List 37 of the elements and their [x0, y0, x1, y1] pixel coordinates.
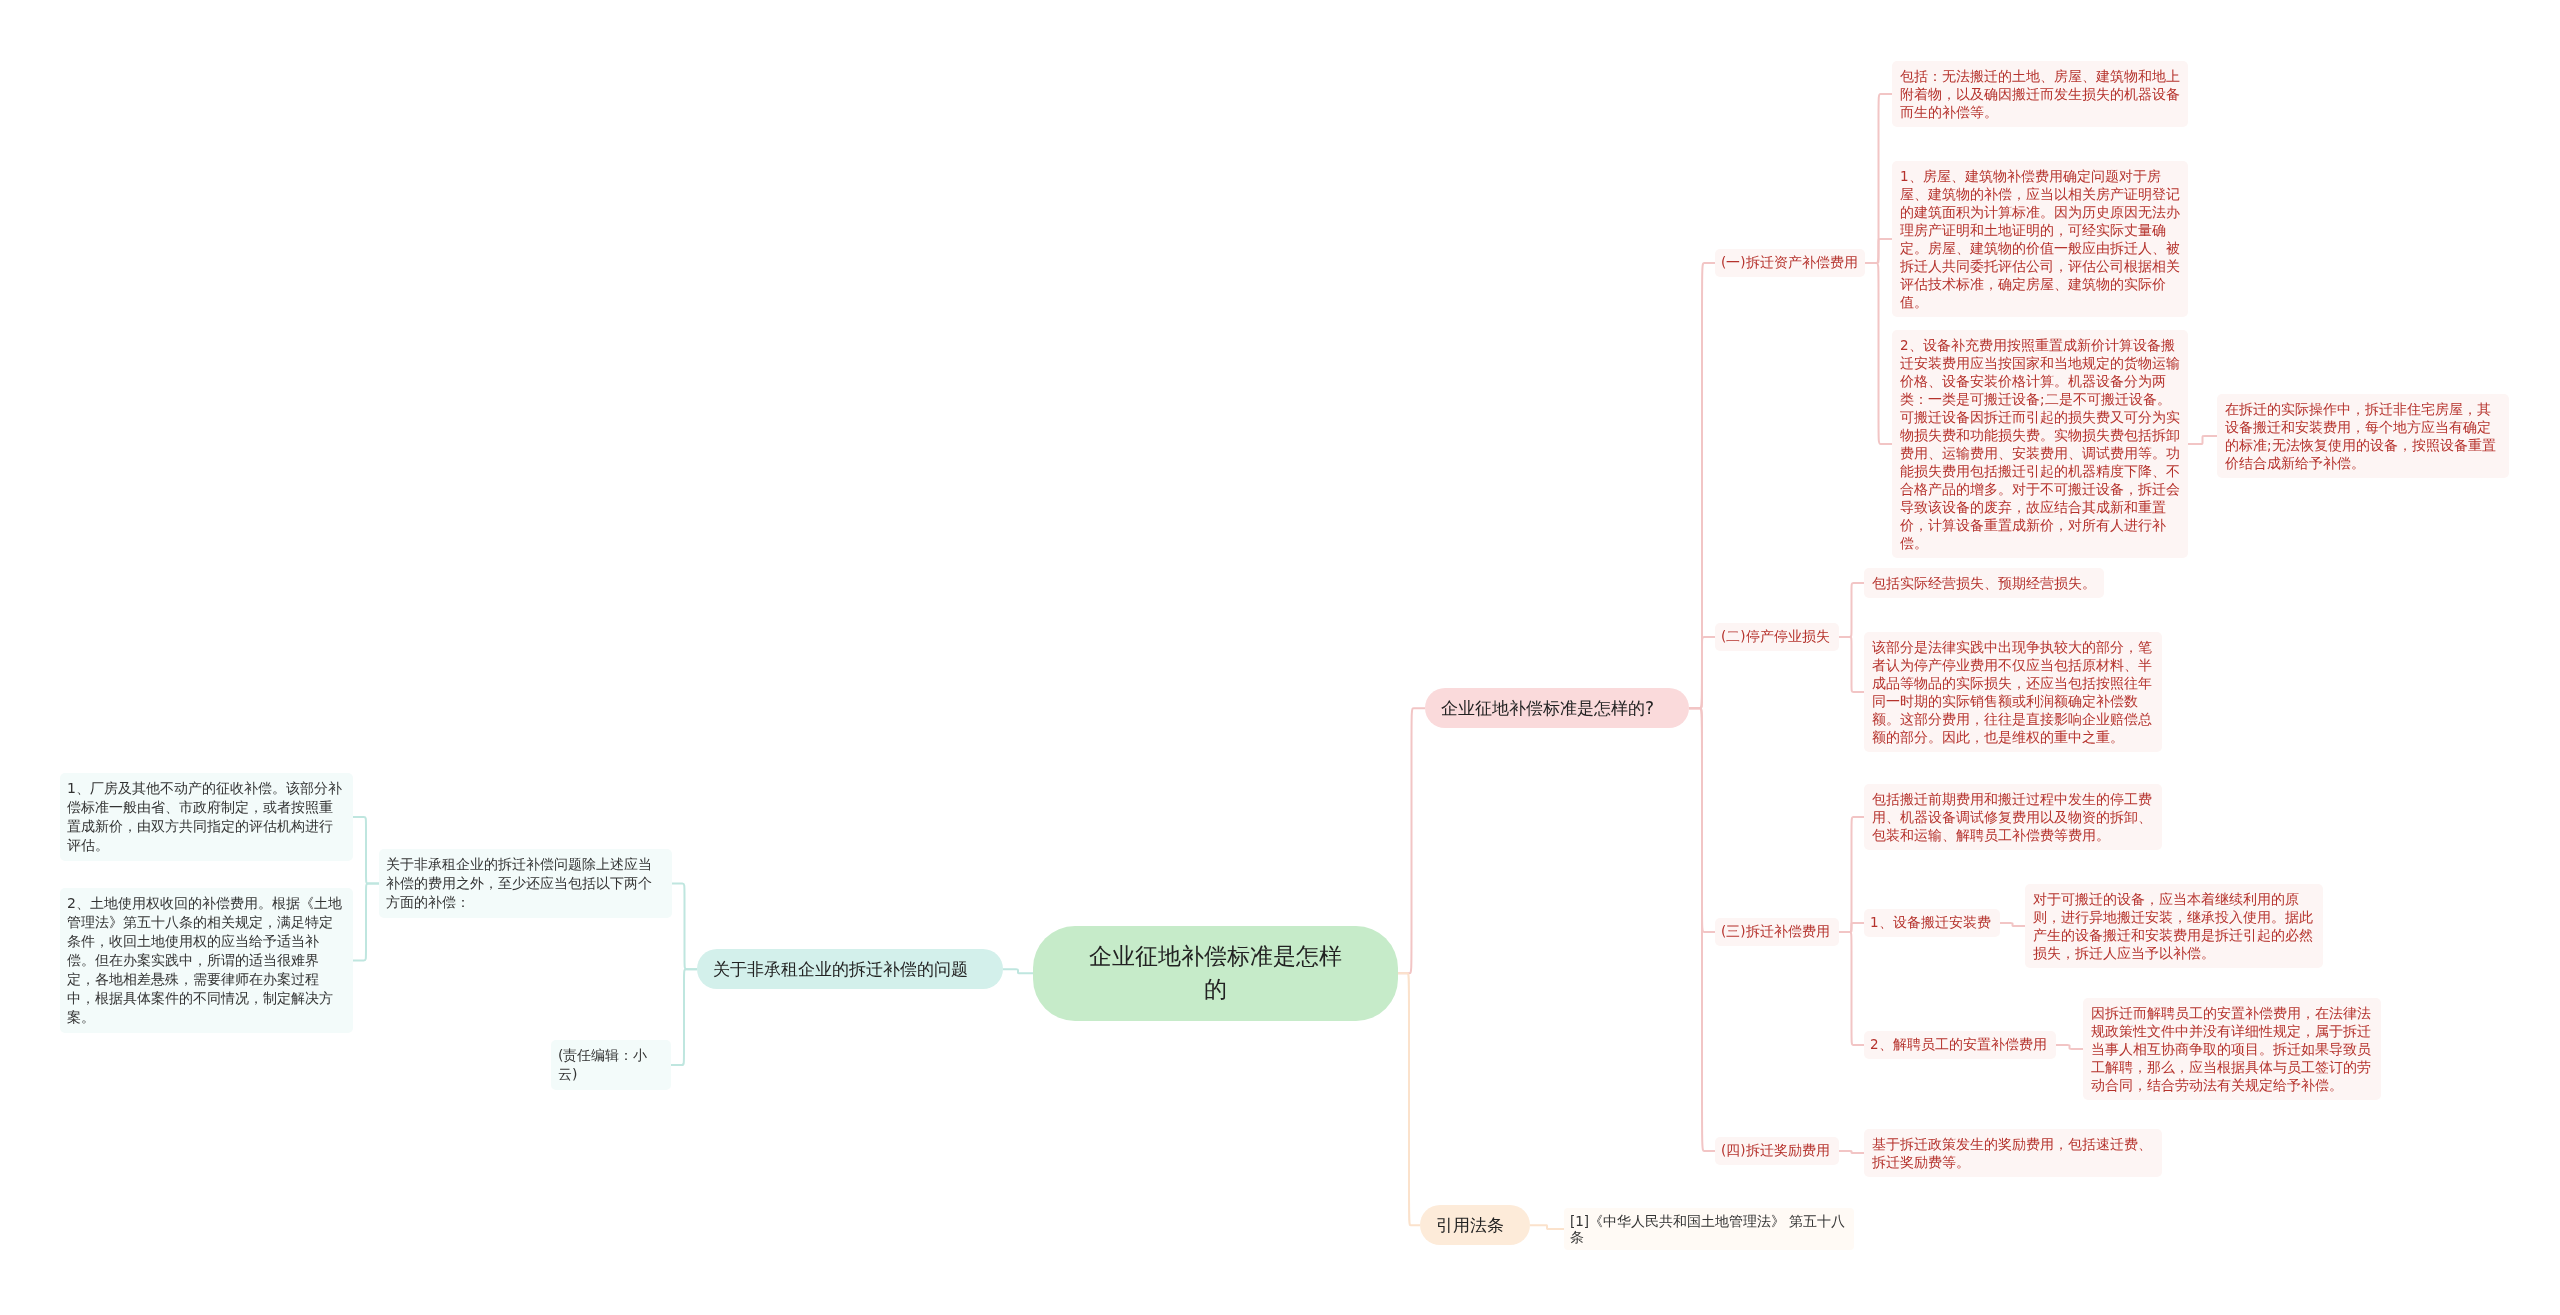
subtopic: 1、设备搬迁安装费	[1864, 909, 2000, 937]
connector-line	[1838, 1149, 1865, 1154]
note-card: 关于非承租企业的拆迁补偿问题除上述应当补偿的费用之外，至少还应当包括以下两个方面的补偿：	[379, 849, 672, 918]
connector-line	[2055, 1043, 2084, 1050]
note-card: 2、土地使用权收回的补偿费用。根据《土地管理法》第五十八条的相关规定，满足特定条件，收回土地使用权的应当给予适当补偿。但在办案实践中，所谓的适当很难界定，各地相差悬殊，需要律师在办案过程中，根据具体案件的不同情况，制定解决方案。	[60, 888, 353, 1033]
note-card: 在拆迁的实际操作中，拆迁非住宅房屋，其设备搬迁和安装费用，每个地方应当有确定的标准;无法恢复使用的设备，按照设备重置价结合成新给予补偿。	[2217, 394, 2509, 478]
note-card: 包括搬迁前期费用和搬迁过程中发生的停工费用、机器设备调试修复费用以及物资的拆卸、包装和运输、解聘员工补偿费等费用。	[1864, 784, 2162, 850]
connector-line	[1999, 921, 2026, 927]
connector-line	[1529, 1224, 1565, 1230]
note-card: 2、设备补充费用按照重置成新价计算设备搬迁安装费用应当按国家和当地规定的货物运输价格、设备安装价格计算。机器设备分为两类：一类是可搬迁设备;二是不可搬迁设备。可搬迁设备因拆迁而引起的损失费又可分为实物损失费和功能损失费。实物损失费包括拆卸费用、运输费用、安装费用、调试费用等。功能损失费用包括搬迁引起的机器精度下降、不合格产品的增多。对于不可搬迁设备，拆迁会导致该设备的废弃，故应结合其成新和重置价，计算设备重置成新价，对所有人进行补偿。	[1892, 330, 2188, 558]
branch-topic: 引用法条	[1420, 1205, 1530, 1246]
note-card: 对于可搬迁的设备，应当本着继续利用的原则，进行异地搬迁安装，继承投入使用。据此产生的设备搬迁和安装费用是拆迁引起的必然损失，拆迁人应当予以补偿。	[2025, 884, 2323, 968]
connector-line	[1838, 635, 1865, 693]
subtopic: 2、解聘员工的安置补偿费用	[1864, 1031, 2056, 1059]
connector-line	[2187, 435, 2218, 445]
connector-line	[1002, 968, 1034, 975]
note-card: 包括：无法搬迁的土地、房屋、建筑物和地上附着物，以及确因搬迁而发生损失的机器设备而生的补偿等。	[1892, 61, 2188, 127]
note-card: 1、厂房及其他不动产的征收补偿。该部分补偿标准一般由省、市政府制定，或者按照重置成新价，由双方共同指定的评估机构进行评估。	[60, 773, 353, 861]
branch-topic: 关于非承租企业的拆迁补偿的问题	[697, 949, 1003, 990]
reference-card: [1]《中华人民共和国土地管理法》 第五十八条	[1564, 1208, 1854, 1250]
subtopic: (一)拆迁资产补偿费用	[1715, 249, 1865, 277]
note-card: 该部分是法律实践中出现争执较大的部分，笔者认为停产停业费用不仅应当包括原材料、半成品等物品的实际损失，还应当包括按照往年同一时期的实际销售额或利润额确定补偿数额。这部分费用，往往是直接影响企业赔偿总额的部分。因此，也是维权的重中之重。	[1864, 632, 2162, 752]
central-topic: 企业征地补偿标准是怎样的	[1033, 926, 1398, 1021]
note-card: 因拆迁而解聘员工的安置补偿费用，在法律法规政策性文件中并没有详细性规定，属于拆迁当事人相互协商争取的项目。拆迁如果导致员工解聘，那么，应当根据具体与员工签订的劳动合同，结合劳动法有关规定给予补偿。	[2083, 998, 2381, 1100]
connector-line	[670, 968, 698, 1066]
connector-line	[1864, 261, 1893, 445]
branch-topic: 企业征地补偿标准是怎样的?	[1425, 688, 1689, 729]
subtopic: (三)拆迁补偿费用	[1715, 918, 1839, 946]
connector-line	[1688, 707, 1716, 1152]
subtopic: (二)停产停业损失	[1715, 623, 1839, 651]
note-card: (责任编辑：小云)	[551, 1040, 671, 1090]
note-card: 1、房屋、建筑物补偿费用确定问题对于房屋、建筑物的补偿，应当以相关房产证明登记的建筑面积为计算标准。因为历史原因无法办理房产证明和土地证明的，可经实际丈量确定。房屋、建筑物的价值一般应由拆迁人、被拆迁人共同委托评估公司，评估公司根据相关评估技术标准，确定房屋、建筑物的实际价值。	[1892, 161, 2188, 317]
connector-line	[352, 882, 380, 962]
subtopic: (四)拆迁奖励费用	[1715, 1137, 1839, 1165]
connector-line	[1838, 930, 1865, 1046]
note-card: 包括实际经营损失、预期经营损失。	[1864, 568, 2104, 598]
note-card: 基于拆迁政策发生的奖励费用，包括速迁费、拆迁奖励费等。	[1864, 1129, 2162, 1177]
